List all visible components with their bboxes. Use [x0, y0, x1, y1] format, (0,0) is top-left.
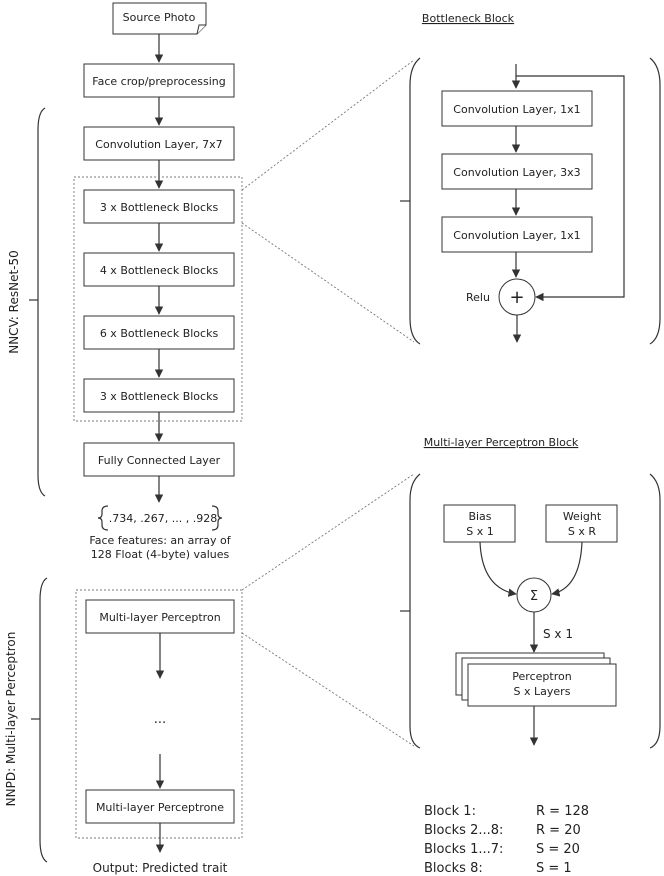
bottleneck-group-2-label: 4 x Bottleneck Blocks — [100, 264, 219, 277]
legend-label-1: Block 1: — [424, 804, 476, 819]
fully-connected-node: Fully Connected Layer — [83, 442, 235, 477]
sigma-icon: Σ — [530, 589, 538, 604]
features-caption-line2: 128 Float (4-byte) values — [91, 548, 230, 561]
bottleneck-skip-connection — [516, 75, 625, 302]
conv7-label: Convolution Layer, 7x7 — [95, 138, 222, 151]
legend-value-4: S = 1 — [536, 861, 572, 876]
conv7-node: Convolution Layer, 7x7 — [83, 126, 235, 161]
sigma-node: Σ — [516, 577, 552, 613]
mlp-right-bracket — [649, 473, 661, 749]
fully-connected-label: Fully Connected Layer — [98, 454, 221, 467]
mlp-block-title: Multi-layer Perceptron Block — [424, 436, 579, 449]
zoom-line-bottleneck-bottom — [241, 222, 415, 343]
perceptron-label-line1: Perceptron — [512, 670, 571, 683]
nnpd-bracket — [39, 577, 48, 863]
output-label: Output: Predicted trait — [93, 861, 228, 875]
mlp-last-node: Multi-layer Perceptrone — [85, 789, 235, 824]
mlp-first-label: Multi-layer Perceptron — [99, 611, 220, 624]
relu-sum-node: + — [498, 278, 536, 316]
bottleneck-left-bracket — [409, 57, 421, 345]
bottleneck-group-3-label: 6 x Bottleneck Blocks — [100, 327, 219, 340]
weight-label-line1: Weight — [563, 510, 602, 523]
face-crop-label: Face crop/preprocessing — [92, 75, 225, 88]
relu-label: Relu — [466, 291, 490, 304]
arrow-bias-sum — [479, 541, 517, 597]
nncv-bracket — [37, 107, 46, 497]
legend-label-4: Blocks 8: — [424, 861, 483, 876]
source-photo-label: Source Photo — [123, 11, 196, 24]
arrow-weight-sum — [551, 541, 583, 597]
zoom-line-mlp-bottom — [241, 632, 415, 747]
legend-value-2: R = 20 — [536, 823, 581, 838]
legend-value-3: S = 20 — [536, 842, 580, 857]
weight-label-line2: S x R — [568, 525, 596, 538]
mlp-left-bracket — [409, 473, 421, 749]
left-brace — [97, 505, 109, 531]
block-legend: Block 1: R = 128 Blocks 2...8: R = 20 Bl… — [424, 804, 589, 876]
bottleneck-layer-2-label: Convolution Layer, 3x3 — [453, 166, 580, 179]
zoom-line-mlp-top — [241, 473, 415, 591]
bias-label-line1: Bias — [468, 510, 491, 523]
bottleneck-group-1: 3 x Bottleneck Blocks — [83, 189, 235, 224]
bottleneck-block-title: Bottleneck Block — [422, 12, 515, 25]
mlp-ellipsis: ... — [154, 712, 166, 727]
bias-node: Bias S x 1 — [443, 504, 516, 543]
perceptron-label-line2: S x Layers — [514, 685, 571, 698]
legend-label-3: Blocks 1...7: — [424, 842, 503, 857]
sx1-label: S x 1 — [543, 627, 573, 641]
mlp-first-node: Multi-layer Perceptron — [85, 599, 235, 634]
features-array: .734, .267, ... , .928 — [97, 505, 223, 531]
bottleneck-layer-3: Convolution Layer, 1x1 — [441, 216, 593, 253]
legend-label-2: Blocks 2...8: — [424, 823, 503, 838]
face-crop-node: Face crop/preprocessing — [83, 63, 235, 98]
perceptron-stack: Perceptron S x Layers — [455, 652, 617, 707]
bottleneck-group-4: 3 x Bottleneck Blocks — [83, 378, 235, 413]
bottleneck-layer-1: Convolution Layer, 1x1 — [441, 90, 593, 127]
bottleneck-group-2: 4 x Bottleneck Blocks — [83, 252, 235, 287]
bottleneck-group-3: 6 x Bottleneck Blocks — [83, 315, 235, 350]
mlp-last-label: Multi-layer Perceptrone — [96, 801, 224, 814]
weight-node: Weight S x R — [545, 504, 618, 543]
bottleneck-layer-1-label: Convolution Layer, 1x1 — [453, 103, 580, 116]
bottleneck-group-1-label: 3 x Bottleneck Blocks — [100, 201, 219, 214]
plus-icon: + — [509, 287, 524, 308]
bottleneck-region — [73, 176, 243, 422]
bottleneck-layer-3-label: Convolution Layer, 1x1 — [453, 229, 580, 242]
right-brace — [211, 505, 223, 531]
mlp-region — [75, 589, 243, 839]
source-photo-node: Source Photo — [112, 2, 207, 35]
perceptron-stack-front — [467, 663, 617, 707]
zoom-line-bottleneck-top — [241, 59, 415, 191]
bottleneck-group-4-label: 3 x Bottleneck Blocks — [100, 390, 219, 403]
bottleneck-layer-2: Convolution Layer, 3x3 — [441, 153, 593, 190]
legend-value-1: R = 128 — [536, 804, 589, 819]
features-array-values: .734, .267, ... , .928 — [109, 512, 217, 525]
nnpd-label: NNPD: Multi-layer Perceptron — [4, 632, 18, 807]
nncv-label: NNCV: ResNet-50 — [7, 250, 21, 354]
bottleneck-right-bracket — [649, 57, 661, 345]
bias-label-line2: S x 1 — [466, 525, 493, 538]
features-caption-line1: Face features: an array of — [89, 534, 231, 547]
